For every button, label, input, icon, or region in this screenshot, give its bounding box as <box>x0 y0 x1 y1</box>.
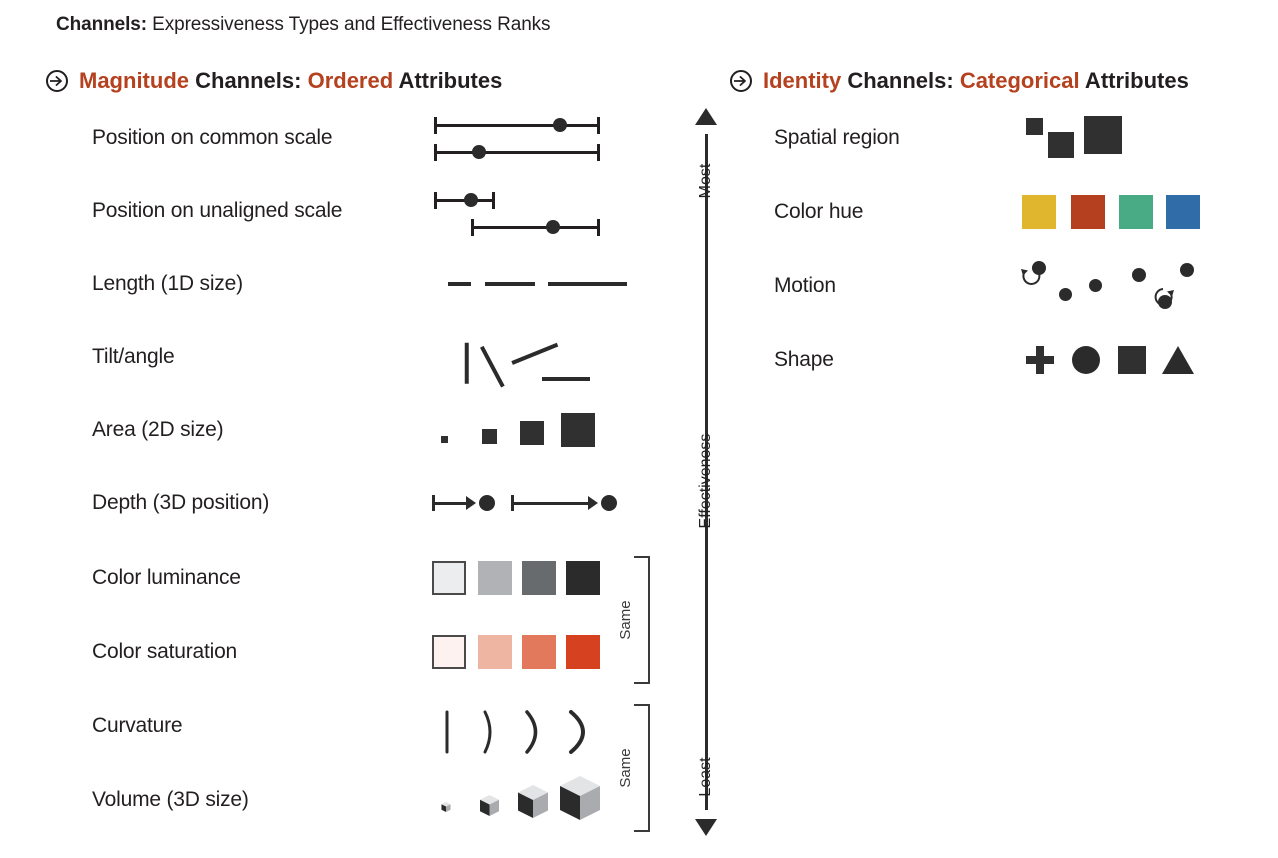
row-label: Area (2D size) <box>92 418 224 441</box>
glyph-four-arcs-increasing-curvature <box>430 700 622 754</box>
row-position-common-scale: Position on common scale <box>92 112 622 164</box>
glyph-two-arrows-with-ball-depth <box>430 477 622 529</box>
glyph-four-squares-increasing-area <box>430 404 622 456</box>
axis-line <box>705 134 708 810</box>
axis-label-least: Least <box>697 757 714 797</box>
swatch-hue-green <box>1119 195 1153 229</box>
row-label: Color hue <box>774 200 864 223</box>
circle-icon <box>1072 346 1100 374</box>
swatch-luminance-3 <box>522 561 556 595</box>
row-color-saturation: Color saturation <box>92 626 622 678</box>
page-title-rest: Expressiveness Types and Effectiveness R… <box>146 14 551 35</box>
swatch-luminance-1 <box>432 561 466 595</box>
glyph-three-scattered-squares <box>1014 112 1234 164</box>
swatch-hue-blue <box>1166 195 1200 229</box>
glyph-four-red-saturation-swatches <box>430 626 622 678</box>
magnitude-channels-word: Channels: <box>189 68 308 93</box>
glyph-four-grey-swatches <box>430 552 622 604</box>
identity-word: Identity <box>763 68 842 93</box>
bracket-label: Same <box>617 600 635 640</box>
identity-channels-word: Channels: <box>841 68 960 93</box>
row-label: Motion <box>774 274 836 297</box>
glyph-four-cubes-increasing-volume <box>430 774 622 826</box>
row-label: Spatial region <box>774 126 900 149</box>
triangle-up-icon <box>695 108 717 125</box>
row-label: Curvature <box>92 714 183 737</box>
row-motion: Motion <box>774 260 1234 312</box>
row-label: Position on unaligned scale <box>92 199 343 222</box>
row-label: Length (1D size) <box>92 272 243 295</box>
bracket-shape <box>634 704 650 832</box>
row-label: Color luminance <box>92 566 241 589</box>
swatch-saturation-2 <box>478 635 512 669</box>
axis-label-most: Most <box>697 163 714 199</box>
swatch-saturation-3 <box>522 635 556 669</box>
row-color-luminance: Color luminance <box>92 552 622 604</box>
row-label: Tilt/angle <box>92 345 175 368</box>
row-color-hue: Color hue <box>774 186 1234 238</box>
section-header-identity: Identity Channels: Categorical Attribute… <box>730 68 1189 94</box>
glyph-double-error-bar-aligned <box>430 112 622 164</box>
glyph-plus-circle-square-triangle <box>1014 334 1234 386</box>
row-label: Volume (3D size) <box>92 788 249 811</box>
glyph-four-hue-swatches <box>1014 186 1234 238</box>
magnitude-word: Magnitude <box>79 68 189 93</box>
categorical-word: Categorical <box>959 68 1080 93</box>
swatch-saturation-4 <box>566 635 600 669</box>
glyph-three-bars-increasing-length <box>430 258 627 310</box>
row-spatial-region: Spatial region <box>774 112 1234 164</box>
row-label: Shape <box>774 348 834 371</box>
glyph-double-error-bar-unaligned <box>430 185 622 237</box>
swatch-luminance-2 <box>478 561 512 595</box>
row-length-1d: Length (1D size) <box>92 258 627 310</box>
glyph-dots-with-rotation-arrows <box>1014 260 1234 312</box>
row-label: Depth (3D position) <box>92 491 270 514</box>
row-curvature: Curvature <box>92 700 622 754</box>
triangle-down-icon <box>695 819 717 836</box>
arrow-right-circle-icon <box>46 70 68 92</box>
ordered-word: Ordered <box>307 68 394 93</box>
glyph-four-lines-decreasing-tilt <box>430 331 622 388</box>
arrow-right-circle-icon <box>730 70 752 92</box>
page-title: Channels: Expressiveness Types and Effec… <box>56 14 551 36</box>
attributes-word-right: Attributes <box>1079 68 1189 93</box>
bracket-label: Same <box>617 748 635 788</box>
row-label: Color saturation <box>92 640 238 663</box>
row-tilt-angle: Tilt/angle <box>92 331 622 388</box>
section-header-magnitude: Magnitude Channels: Ordered Attributes <box>46 68 502 94</box>
page-title-bold: Channels: <box>56 14 147 35</box>
row-depth-3d: Depth (3D position) <box>92 477 622 529</box>
swatch-luminance-4 <box>566 561 600 595</box>
row-label: Position on common scale <box>92 126 333 149</box>
swatch-hue-red <box>1071 195 1105 229</box>
axis-label-effectiveness: Effectiveness <box>697 433 714 529</box>
swatch-saturation-1 <box>432 635 466 669</box>
row-volume-3d: Volume (3D size) <box>92 774 622 826</box>
attributes-word-left: Attributes <box>393 68 503 93</box>
effectiveness-axis: Most Effectiveness Least <box>686 108 726 836</box>
row-area-2d: Area (2D size) <box>92 404 622 456</box>
swatch-hue-yellow <box>1022 195 1056 229</box>
row-position-unaligned-scale: Position on unaligned scale <box>92 185 622 237</box>
bracket-shape <box>634 556 650 684</box>
row-shape: Shape <box>774 334 1234 386</box>
